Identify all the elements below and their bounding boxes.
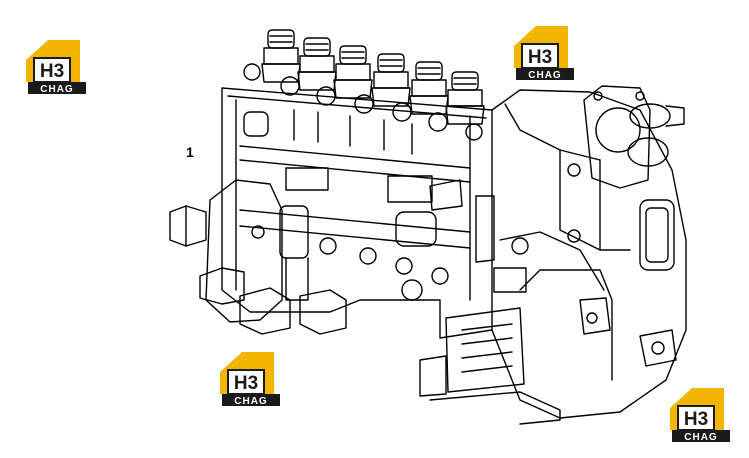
logo-badge-text: H3 <box>40 61 64 82</box>
part-callout-1: 1 <box>186 144 194 160</box>
boost-compensator <box>583 85 685 189</box>
logo-brand-text: CHAG <box>234 396 267 406</box>
name-plate <box>445 267 527 393</box>
mounting-bracket <box>419 329 677 425</box>
logo-badge-text: H3 <box>528 47 552 68</box>
chag-logo-top-right: H3 CHAG <box>512 22 576 81</box>
pump-housing <box>221 87 493 339</box>
chag-logo-top-left: H3 CHAG <box>24 36 88 95</box>
logo-brand-text: CHAG <box>684 432 717 442</box>
side-plugs <box>319 179 463 301</box>
logo-graphic: H3 CHAG <box>670 388 730 443</box>
logo-badge-text: H3 <box>684 409 708 430</box>
logo-graphic: H3 CHAG <box>26 40 86 95</box>
logo-brand-text: CHAG <box>40 84 73 94</box>
logo-graphic: H3 CHAG <box>220 352 280 407</box>
feed-pump <box>169 179 347 335</box>
chag-logo-bottom-left: H3 CHAG <box>218 348 282 407</box>
control-lever <box>475 195 611 335</box>
delivery-valve-holders <box>243 29 485 141</box>
logo-graphic: H3 CHAG <box>514 26 574 81</box>
chag-logo-bottom-right: H3 CHAG <box>668 384 732 443</box>
governor-housing <box>491 89 687 419</box>
logo-badge-text: H3 <box>234 373 258 394</box>
logo-brand-text: CHAG <box>528 70 561 80</box>
